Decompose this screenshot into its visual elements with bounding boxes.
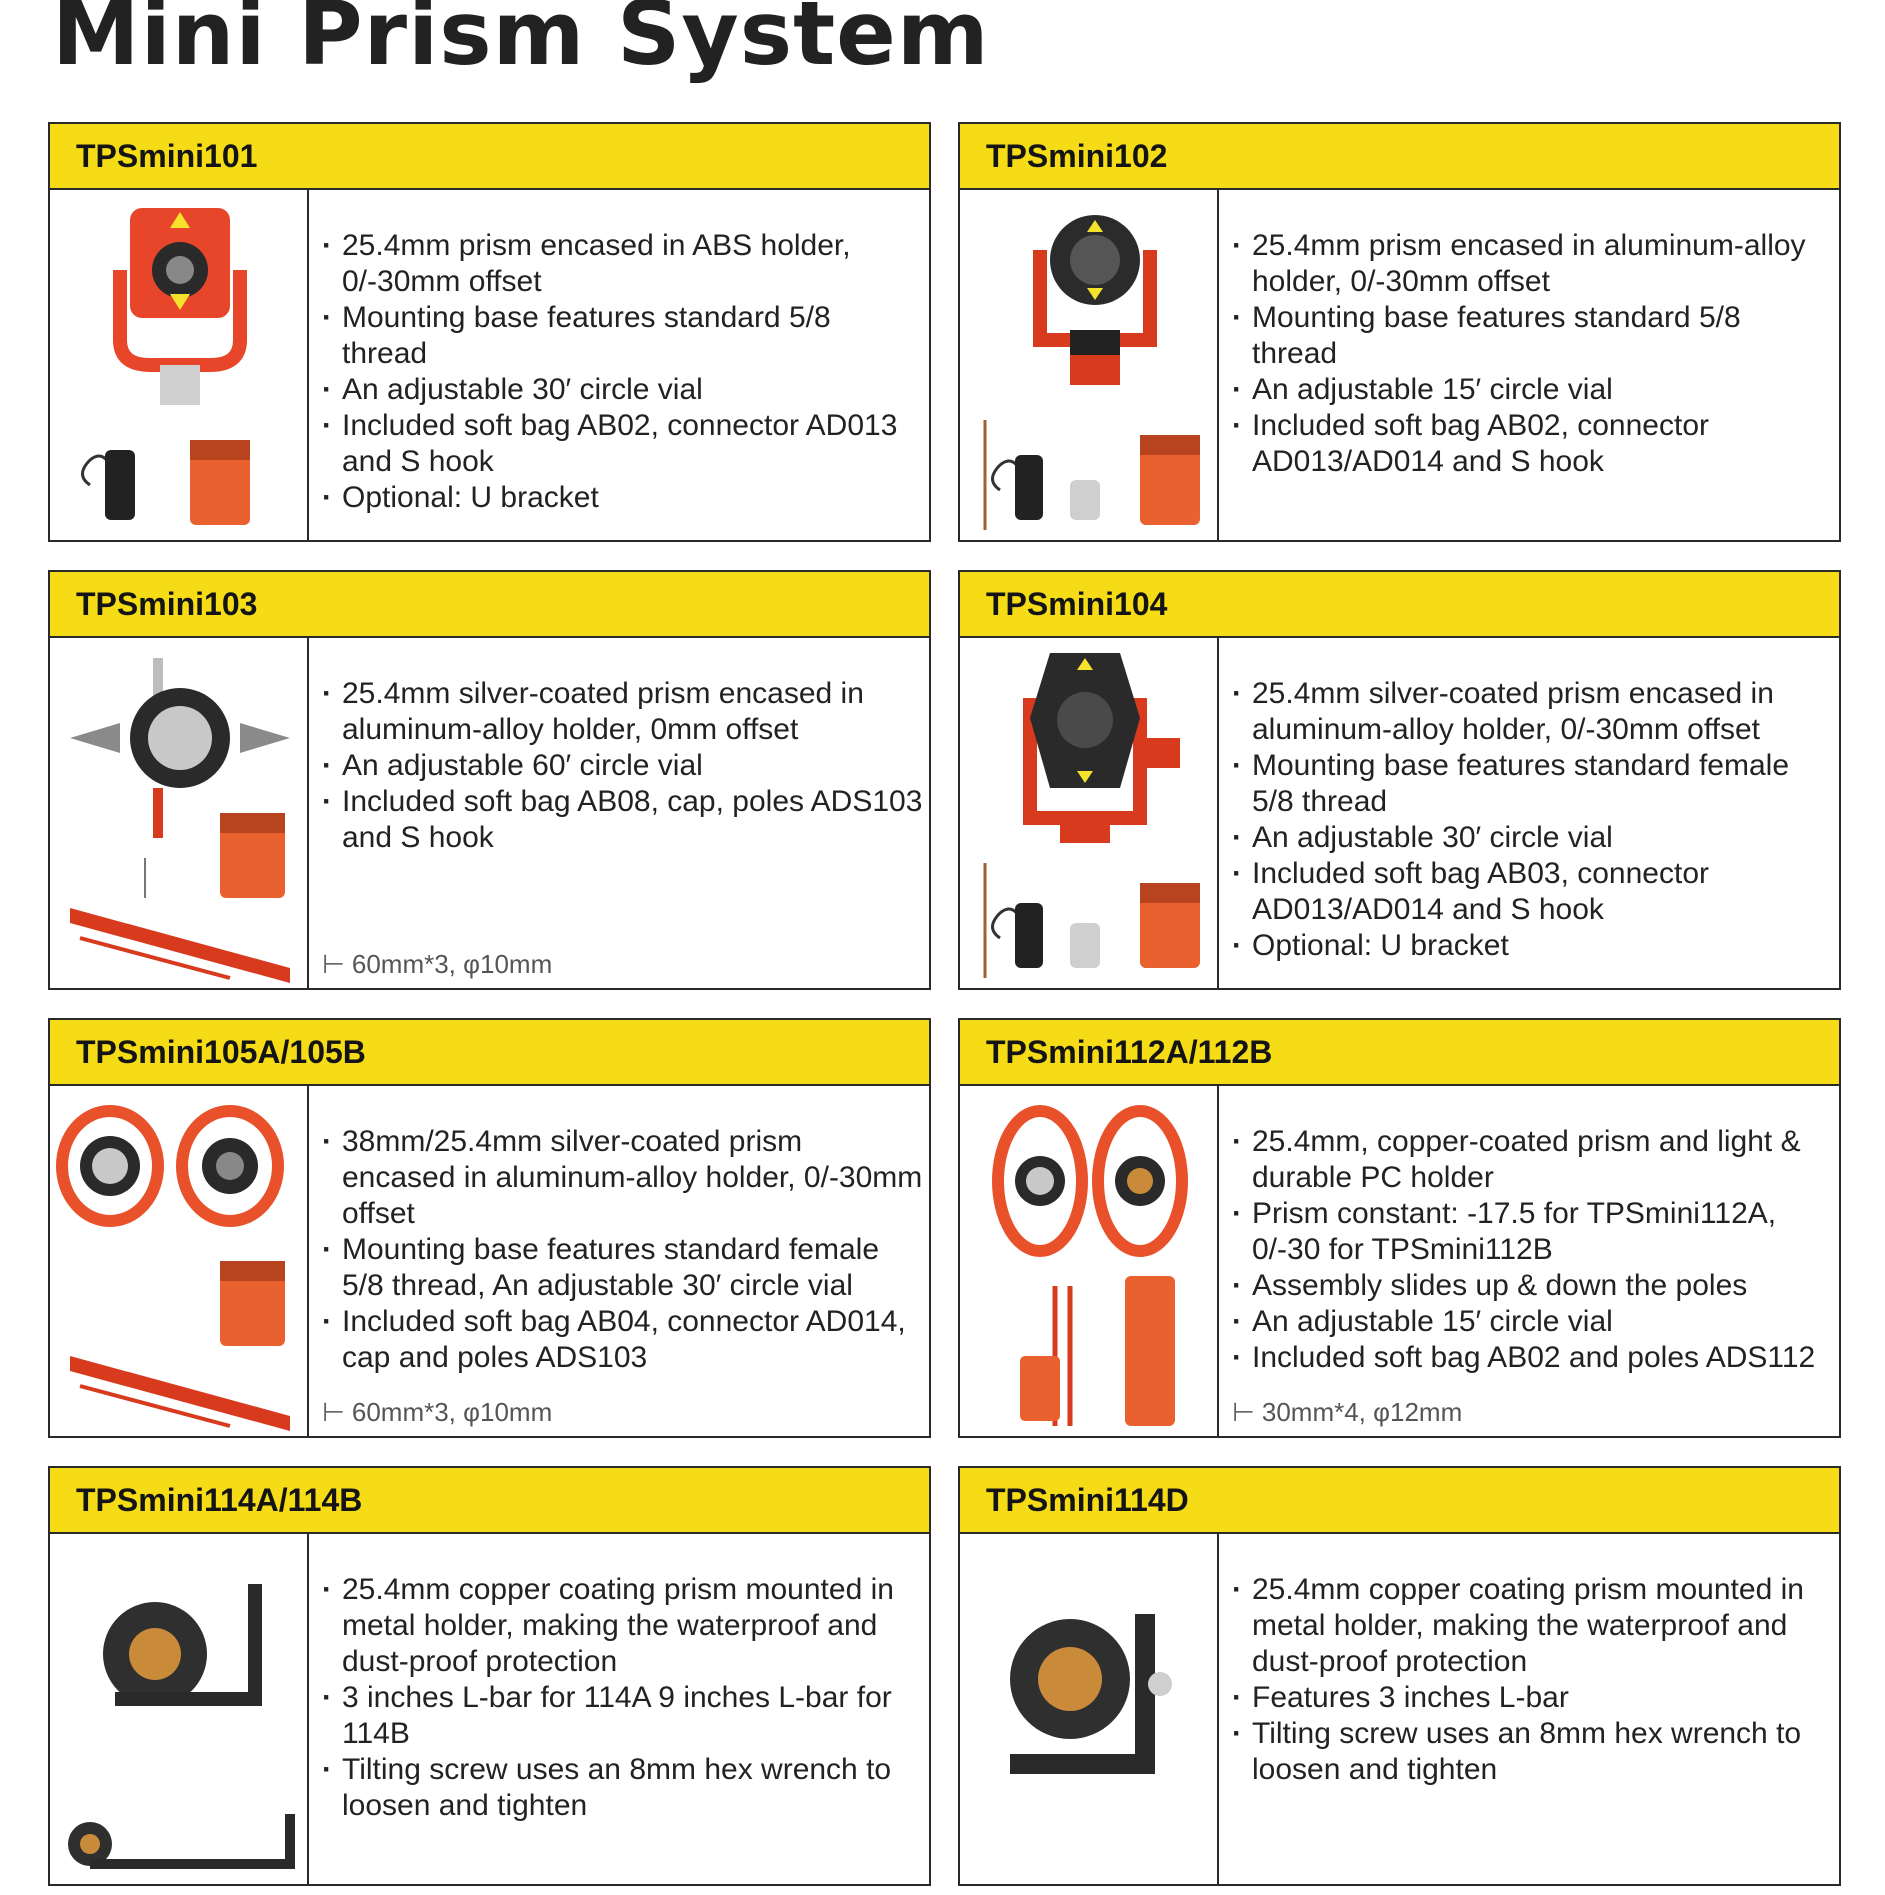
card-header: TPSmini102: [960, 124, 1839, 190]
card-header: TPSmini101: [50, 124, 929, 190]
product-card-tpsmini102: TPSmini102 25.4mm prism encased in alumi…: [958, 122, 1841, 542]
feature-item: Tilting screw uses an 8mm hex wrench to …: [322, 1752, 923, 1824]
prism-illustration: [1010, 1614, 1172, 1774]
feature-list: 25.4mm prism encased in ABS holder, 0/-3…: [322, 228, 923, 516]
feature-list: 25.4mm silver-coated prism encased in al…: [1232, 676, 1833, 964]
feature-list: 25.4mm copper coating prism mounted in m…: [1232, 1572, 1833, 1788]
product-card-tpsmini114d: TPSmini114D 25.4mm copper coating prism …: [958, 1466, 1841, 1886]
feature-list: 25.4mm, copper-coated prism and light & …: [1232, 1124, 1833, 1376]
feature-item: Assembly slides up & down the poles: [1232, 1268, 1833, 1304]
prism-illustration: [68, 1584, 295, 1869]
product-card-tpsmini114: TPSmini114A/114B 25.4mm copper coating p…: [48, 1466, 931, 1886]
feature-item: 25.4mm prism encased in ABS holder, 0/-3…: [322, 228, 923, 300]
feature-item: An adjustable 30′ circle vial: [1232, 820, 1833, 856]
feature-item: An adjustable 30′ circle vial: [322, 372, 923, 408]
prism-illustration: [992, 1105, 1188, 1426]
product-card-tpsmini101: TPSmini101 25.4mm prism encased in ABS h…: [48, 122, 931, 542]
feature-item: Features 3 inches L-bar: [1232, 1680, 1833, 1716]
feature-item: 25.4mm prism encased in aluminum-alloy h…: [1232, 228, 1833, 300]
feature-item: Mounting base features standard female 5…: [1232, 748, 1833, 820]
pole-spec-note: ⊢ 60mm*3, φ10mm: [322, 1397, 553, 1427]
card-header: TPSmini112A/112B: [960, 1020, 1839, 1086]
prism-illustration: [81, 208, 250, 525]
product-image: [50, 190, 309, 540]
feature-item: Included soft bag AB03, connector AD013/…: [1232, 856, 1833, 928]
card-header: TPSmini114A/114B: [50, 1468, 929, 1534]
feature-list: 38mm/25.4mm silver-coated prism encased …: [322, 1124, 923, 1376]
product-image: [960, 190, 1219, 540]
feature-item: Prism constant: -17.5 for TPSmini112A, 0…: [1232, 1196, 1833, 1268]
card-header: TPSmini104: [960, 572, 1839, 638]
product-image: [960, 1534, 1219, 1884]
product-card-tpsmini103: TPSmini103 25.4mm silver-coated prism en…: [48, 570, 931, 990]
feature-item: 25.4mm copper coating prism mounted in m…: [1232, 1572, 1833, 1680]
product-image: [50, 1534, 309, 1884]
product-image: [50, 1086, 309, 1436]
card-header: TPSmini114D: [960, 1468, 1839, 1534]
feature-item: Included soft bag AB02, connector AD013/…: [1232, 408, 1833, 480]
feature-item: Included soft bag AB02 and poles ADS112: [1232, 1340, 1833, 1376]
page-title: Mini Prism System: [52, 0, 990, 85]
pole-spec-note: ⊢ 30mm*4, φ12mm: [1232, 1397, 1463, 1427]
product-image: [50, 638, 309, 988]
product-card-tpsmini105: TPSmini105A/105B 38mm/25.4mm silver-coat…: [48, 1018, 931, 1438]
feature-item: Mounting base features standard 5/8 thre…: [1232, 300, 1833, 372]
feature-item: Tilting screw uses an 8mm hex wrench to …: [1232, 1716, 1833, 1788]
card-header: TPSmini103: [50, 572, 929, 638]
feature-item: 25.4mm silver-coated prism encased in al…: [1232, 676, 1833, 748]
feature-item: Included soft bag AB04, connector AD014,…: [322, 1304, 923, 1376]
card-header: TPSmini105A/105B: [50, 1020, 929, 1086]
feature-item: An adjustable 15′ circle vial: [1232, 1304, 1833, 1340]
feature-item: Optional: U bracket: [322, 480, 923, 516]
product-image: [960, 638, 1219, 988]
feature-item: An adjustable 60′ circle vial: [322, 748, 923, 784]
feature-item: Included soft bag AB02, connector AD013 …: [322, 408, 923, 480]
feature-list: 25.4mm prism encased in aluminum-alloy h…: [1232, 228, 1833, 480]
feature-item: An adjustable 15′ circle vial: [1232, 372, 1833, 408]
product-card-tpsmini104: TPSmini104 25.4mm silver-coated prism en…: [958, 570, 1841, 990]
feature-item: 25.4mm silver-coated prism encased in al…: [322, 676, 923, 748]
prism-illustration: [56, 1105, 290, 1431]
feature-item: 38mm/25.4mm silver-coated prism encased …: [322, 1124, 923, 1232]
feature-item: Mounting base features standard 5/8 thre…: [322, 300, 923, 372]
feature-item: Mounting base features standard female 5…: [322, 1232, 923, 1304]
feature-item: Optional: U bracket: [1232, 928, 1833, 964]
feature-item: 25.4mm copper coating prism mounted in m…: [322, 1572, 923, 1680]
feature-item: 3 inches L-bar for 114A 9 inches L-bar f…: [322, 1680, 923, 1752]
product-card-tpsmini112: TPSmini112A/112B 25.4mm, copper-coated p…: [958, 1018, 1841, 1438]
feature-list: 25.4mm silver-coated prism encased in al…: [322, 676, 923, 856]
feature-item: 25.4mm, copper-coated prism and light & …: [1232, 1124, 1833, 1196]
prism-illustration: [983, 653, 1200, 978]
pole-spec-note: ⊢ 60mm*3, φ10mm: [322, 949, 553, 979]
feature-list: 25.4mm copper coating prism mounted in m…: [322, 1572, 923, 1824]
prism-illustration: [983, 215, 1200, 530]
product-image: [960, 1086, 1219, 1436]
feature-item: Included soft bag AB08, cap, poles ADS10…: [322, 784, 923, 856]
prism-illustration: [70, 658, 290, 983]
